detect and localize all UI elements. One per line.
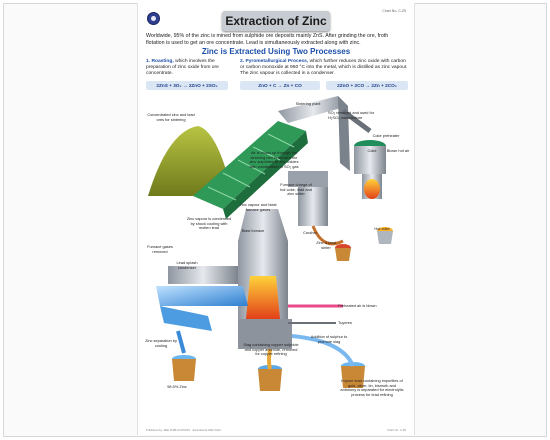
wall-chart: Chart No. C-Z5 Extraction of Zinc Worldw… (137, 3, 415, 435)
label-blast-furnace: Blast furnace (241, 228, 265, 233)
label-furnace-gases-removed: Furnace gases removed (147, 244, 173, 254)
roasting-equation: 2ZnS + 3O₂ → 2ZnO + 2SO₂ (146, 81, 228, 90)
label-slag: Slag containing copper sulphide and copp… (243, 342, 299, 357)
label-zinc-vapour-condensed: Zinc vapour is condensed by shock coolin… (186, 216, 232, 231)
footer: Published by: ZEE PUBLICATIONS · Educati… (146, 428, 406, 432)
publisher-logo-icon (147, 12, 160, 25)
label-lead-splash-condenser: Lead splash condenser (176, 260, 198, 270)
pyro-equation-2: 2ZnO + 2CO → 2Zn + 2CO₂ (326, 81, 408, 90)
lead-splash-condenser (168, 266, 238, 284)
label-impure-lead: Impure lead containing impurities of gol… (340, 378, 404, 397)
pyro-description: 2. Pyrometallurgical Process, which furt… (240, 59, 408, 78)
pyro-title: 2. Pyrometallurgical Process, (240, 59, 309, 64)
label-furnace-charge: Furnace charge of hot coke, lead and zin… (280, 182, 312, 197)
label-blown-hot-air: Blown hot air (386, 148, 410, 153)
chart-number: Chart No. C-Z5 (382, 9, 406, 13)
footer-chart-number: Chart No. C-Z5 (387, 428, 406, 432)
label-preheated-air: Preheated air is blown (338, 303, 377, 308)
label-zinc-separation: Zinc separation by cooling (145, 338, 177, 348)
extraction-diagram (148, 96, 393, 391)
footer-publisher: Published by: ZEE PUBLICATIONS · Educati… (146, 428, 221, 432)
label-zinc-purity: 98.5% Zinc (167, 384, 187, 389)
page-title: Extraction of Zinc (222, 11, 330, 31)
label-addition-sulphur: Addition of sulphur to promote slag (310, 334, 348, 344)
label-tuyeres: Tuyeres (338, 320, 352, 325)
section-heading: Zinc is Extracted Using Two Processes (201, 47, 351, 56)
pyro-text: which further reduces zinc oxide with ca… (240, 59, 408, 77)
label-concentrated-zinc: Concentrated zinc and lead ores for sint… (147, 112, 195, 122)
roasting-text: which involves the preparation of zinc o… (146, 59, 219, 77)
label-hot-coke: Hot coke (374, 226, 390, 231)
crusher (298, 186, 328, 226)
roasting-title: 1. Roasting, (146, 59, 174, 64)
label-air-blown: Air is blown up through the sintering be… (249, 150, 299, 169)
ore-heap (148, 126, 233, 196)
pyro-equation-1: ZnO + C → Zn + CO (240, 81, 320, 90)
label-sintering-plant: Sintering plant (295, 101, 321, 106)
label-zinc-vapour-gases: Zinc vapour and blast furnace gases (239, 202, 277, 212)
sintering-conveyor (193, 121, 306, 209)
intro-text: Worldwide, 95% of the zinc is mined from… (146, 33, 389, 46)
roasting-description: 1. Roasting, which involves the preparat… (146, 59, 234, 78)
label-zinc-lead-sinter: Zinc & lead sinter (316, 240, 336, 250)
label-so2-removed: SO₂ removed and used for H₂SO₄ manufactu… (328, 110, 375, 120)
label-coke: Coke (367, 148, 377, 153)
label-coke-preheater: Coke preheater (372, 133, 400, 138)
label-crusher: Crusher (303, 230, 317, 235)
sintering-plant (278, 96, 348, 123)
